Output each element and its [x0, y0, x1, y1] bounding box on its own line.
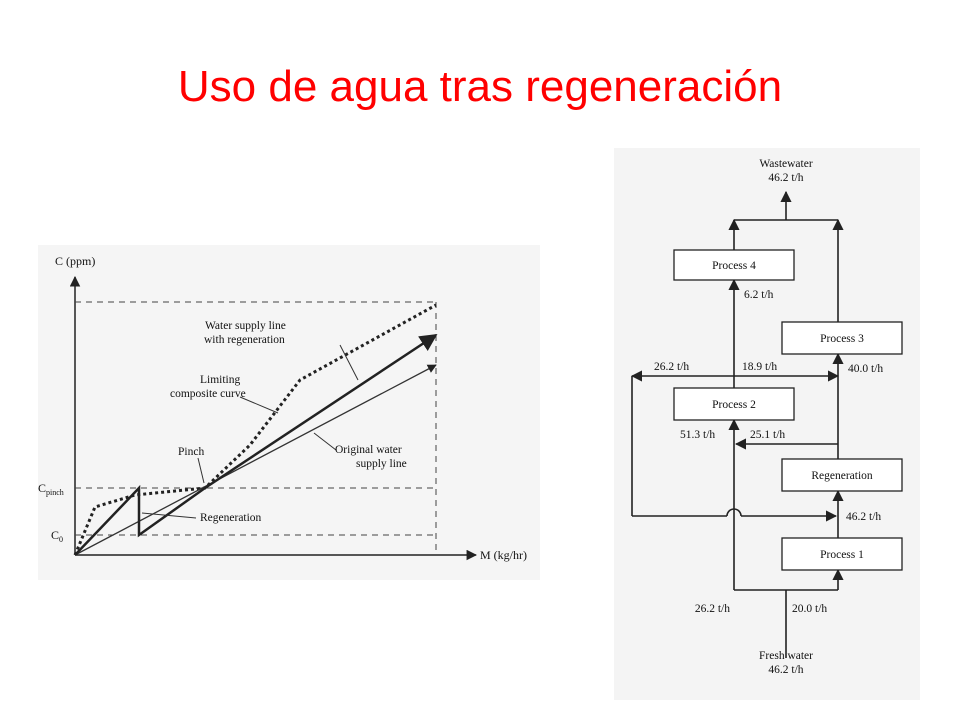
regeneration-label: Regeneration [200, 512, 262, 524]
limiting-label-2: composite curve [170, 388, 246, 400]
x-axis-label: M (kg/hr) [480, 548, 527, 562]
composite-curve-diagram: C (ppm) M (kg/hr) Cpinch C0 Water supply… [38, 245, 540, 580]
flow-26-2-top: 26.2 t/h [654, 361, 689, 373]
process4-label: Process 4 [712, 260, 756, 272]
flow-51-3: 51.3 t/h [680, 429, 715, 441]
water-supply-regen-label-2: with regeneration [204, 334, 285, 346]
fresh-to-process2 [722, 514, 734, 590]
slide-title: Uso de agua tras regeneración [177, 62, 783, 111]
y-axis-label: C (ppm) [55, 254, 95, 268]
leader-pinch [197, 457, 205, 484]
original-label-1: Original water [335, 444, 402, 456]
leader-water-supply [339, 344, 359, 381]
water-network-svg: Wastewater 46.2 t/h Process 4 Process 3 … [630, 158, 903, 676]
flow-20-0: 20.0 t/h [792, 603, 827, 615]
flow-6-2: 6.2 t/h [744, 289, 774, 301]
fresh-water-label: Fresh water [759, 650, 813, 662]
process1-box [781, 537, 903, 571]
wastewater-flow: 46.2 t/h [768, 172, 803, 184]
fresh-water-flow: 46.2 t/h [768, 664, 803, 676]
limiting-label-1: Limiting [200, 374, 241, 386]
water-supply-line-with-regeneration [74, 333, 438, 556]
regeneration-box-label: Regeneration [811, 470, 873, 482]
composite-curve-svg: C (ppm) M (kg/hr) Cpinch C0 Water supply… [38, 254, 527, 562]
water-network-flowsheet: Wastewater 46.2 t/h Process 4 Process 3 … [614, 148, 920, 700]
flow-46-2-mid: 46.2 t/h [846, 511, 881, 523]
flow-25-1: 25.1 t/h [750, 429, 785, 441]
flow-26-2-bottom: 26.2 t/h [695, 603, 730, 615]
process2-label: Process 2 [712, 399, 756, 411]
leader-limiting [239, 396, 279, 414]
regeneration-box [781, 458, 903, 492]
wastewater-label: Wastewater [759, 158, 813, 170]
process3-box [781, 321, 903, 355]
c-pinch-label: Cpinch [38, 481, 64, 497]
original-water-supply-line [74, 364, 437, 556]
flow-18-9: 18.9 t/h [742, 361, 777, 373]
pinch-label: Pinch [178, 446, 204, 458]
process4-box [673, 249, 795, 281]
process3-label: Process 3 [820, 333, 864, 345]
leader-regeneration [141, 512, 197, 519]
process2-box [673, 387, 795, 421]
crossover-hop [726, 508, 742, 517]
leader-original [313, 432, 337, 451]
process1-label: Process 1 [820, 549, 864, 561]
c0-label: C0 [51, 528, 63, 544]
original-label-2: supply line [356, 458, 407, 470]
flow-40-0: 40.0 t/h [848, 363, 883, 375]
water-supply-regen-label-1: Water supply line [205, 320, 286, 332]
